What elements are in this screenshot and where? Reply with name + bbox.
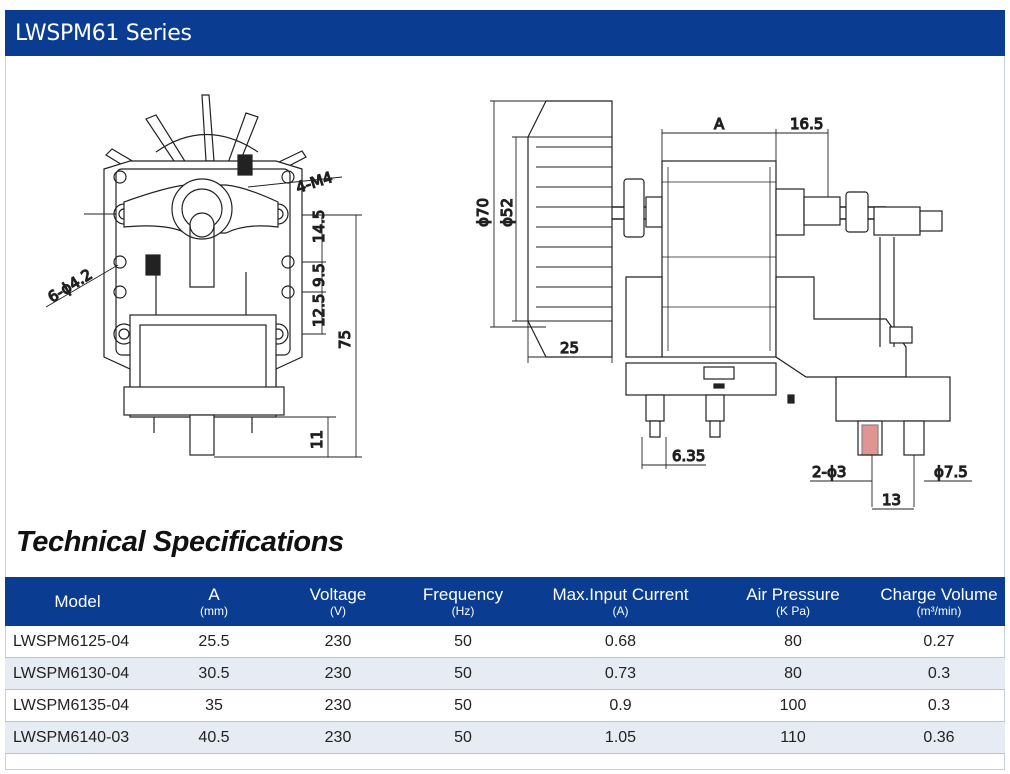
label-13: 13 (882, 491, 901, 509)
series-title: LWSPM61 Series (15, 20, 192, 46)
label-a: A (714, 115, 725, 133)
specs-table: Model A(mm) Voltage(V) Frequency(Hz) Max… (5, 577, 1005, 754)
front-view: 4-M4 6-ϕ4.2 14.5 9.5 12.5 75 11 (44, 94, 362, 458)
label-11: 11 (308, 430, 326, 449)
label-14-5: 14.5 (310, 210, 328, 243)
label-6-phi4-2: 6-ϕ4.2 (45, 265, 96, 306)
label-2-phi3: 2-ϕ3 (812, 463, 846, 481)
label-6-35: 6.35 (672, 447, 705, 465)
label-9-5: 9.5 (310, 263, 328, 287)
col-voltage: Voltage(V) (278, 577, 398, 626)
side-view: ϕ70 ϕ52 25 A 16.5 6.35 2-ϕ3 ϕ7.5 13 (473, 100, 972, 510)
col-a: A(mm) (150, 577, 278, 626)
label-25: 25 (560, 339, 579, 357)
label-phi52: ϕ52 (498, 198, 516, 227)
label-12-5: 12.5 (310, 294, 328, 327)
technical-drawing: 4-M4 6-ϕ4.2 14.5 9.5 12.5 75 11 (6, 57, 1004, 517)
label-16-5: 16.5 (790, 115, 823, 133)
label-75: 75 (336, 330, 354, 349)
col-charge-volume: Charge Volume(m³/min) (873, 577, 1005, 626)
label-phi7-5: ϕ7.5 (934, 463, 968, 481)
col-max-input-current: Max.Input Current(A) (528, 577, 713, 626)
table-header-row: Model A(mm) Voltage(V) Frequency(Hz) Max… (5, 577, 1005, 626)
col-model: Model (5, 577, 150, 626)
col-air-pressure: Air Pressure(K Pa) (713, 577, 873, 626)
col-frequency: Frequency(Hz) (398, 577, 528, 626)
spec-title: Technical Specifications (16, 526, 344, 558)
series-header: LWSPM61 Series (5, 10, 1005, 56)
label-phi70: ϕ70 (474, 198, 492, 227)
